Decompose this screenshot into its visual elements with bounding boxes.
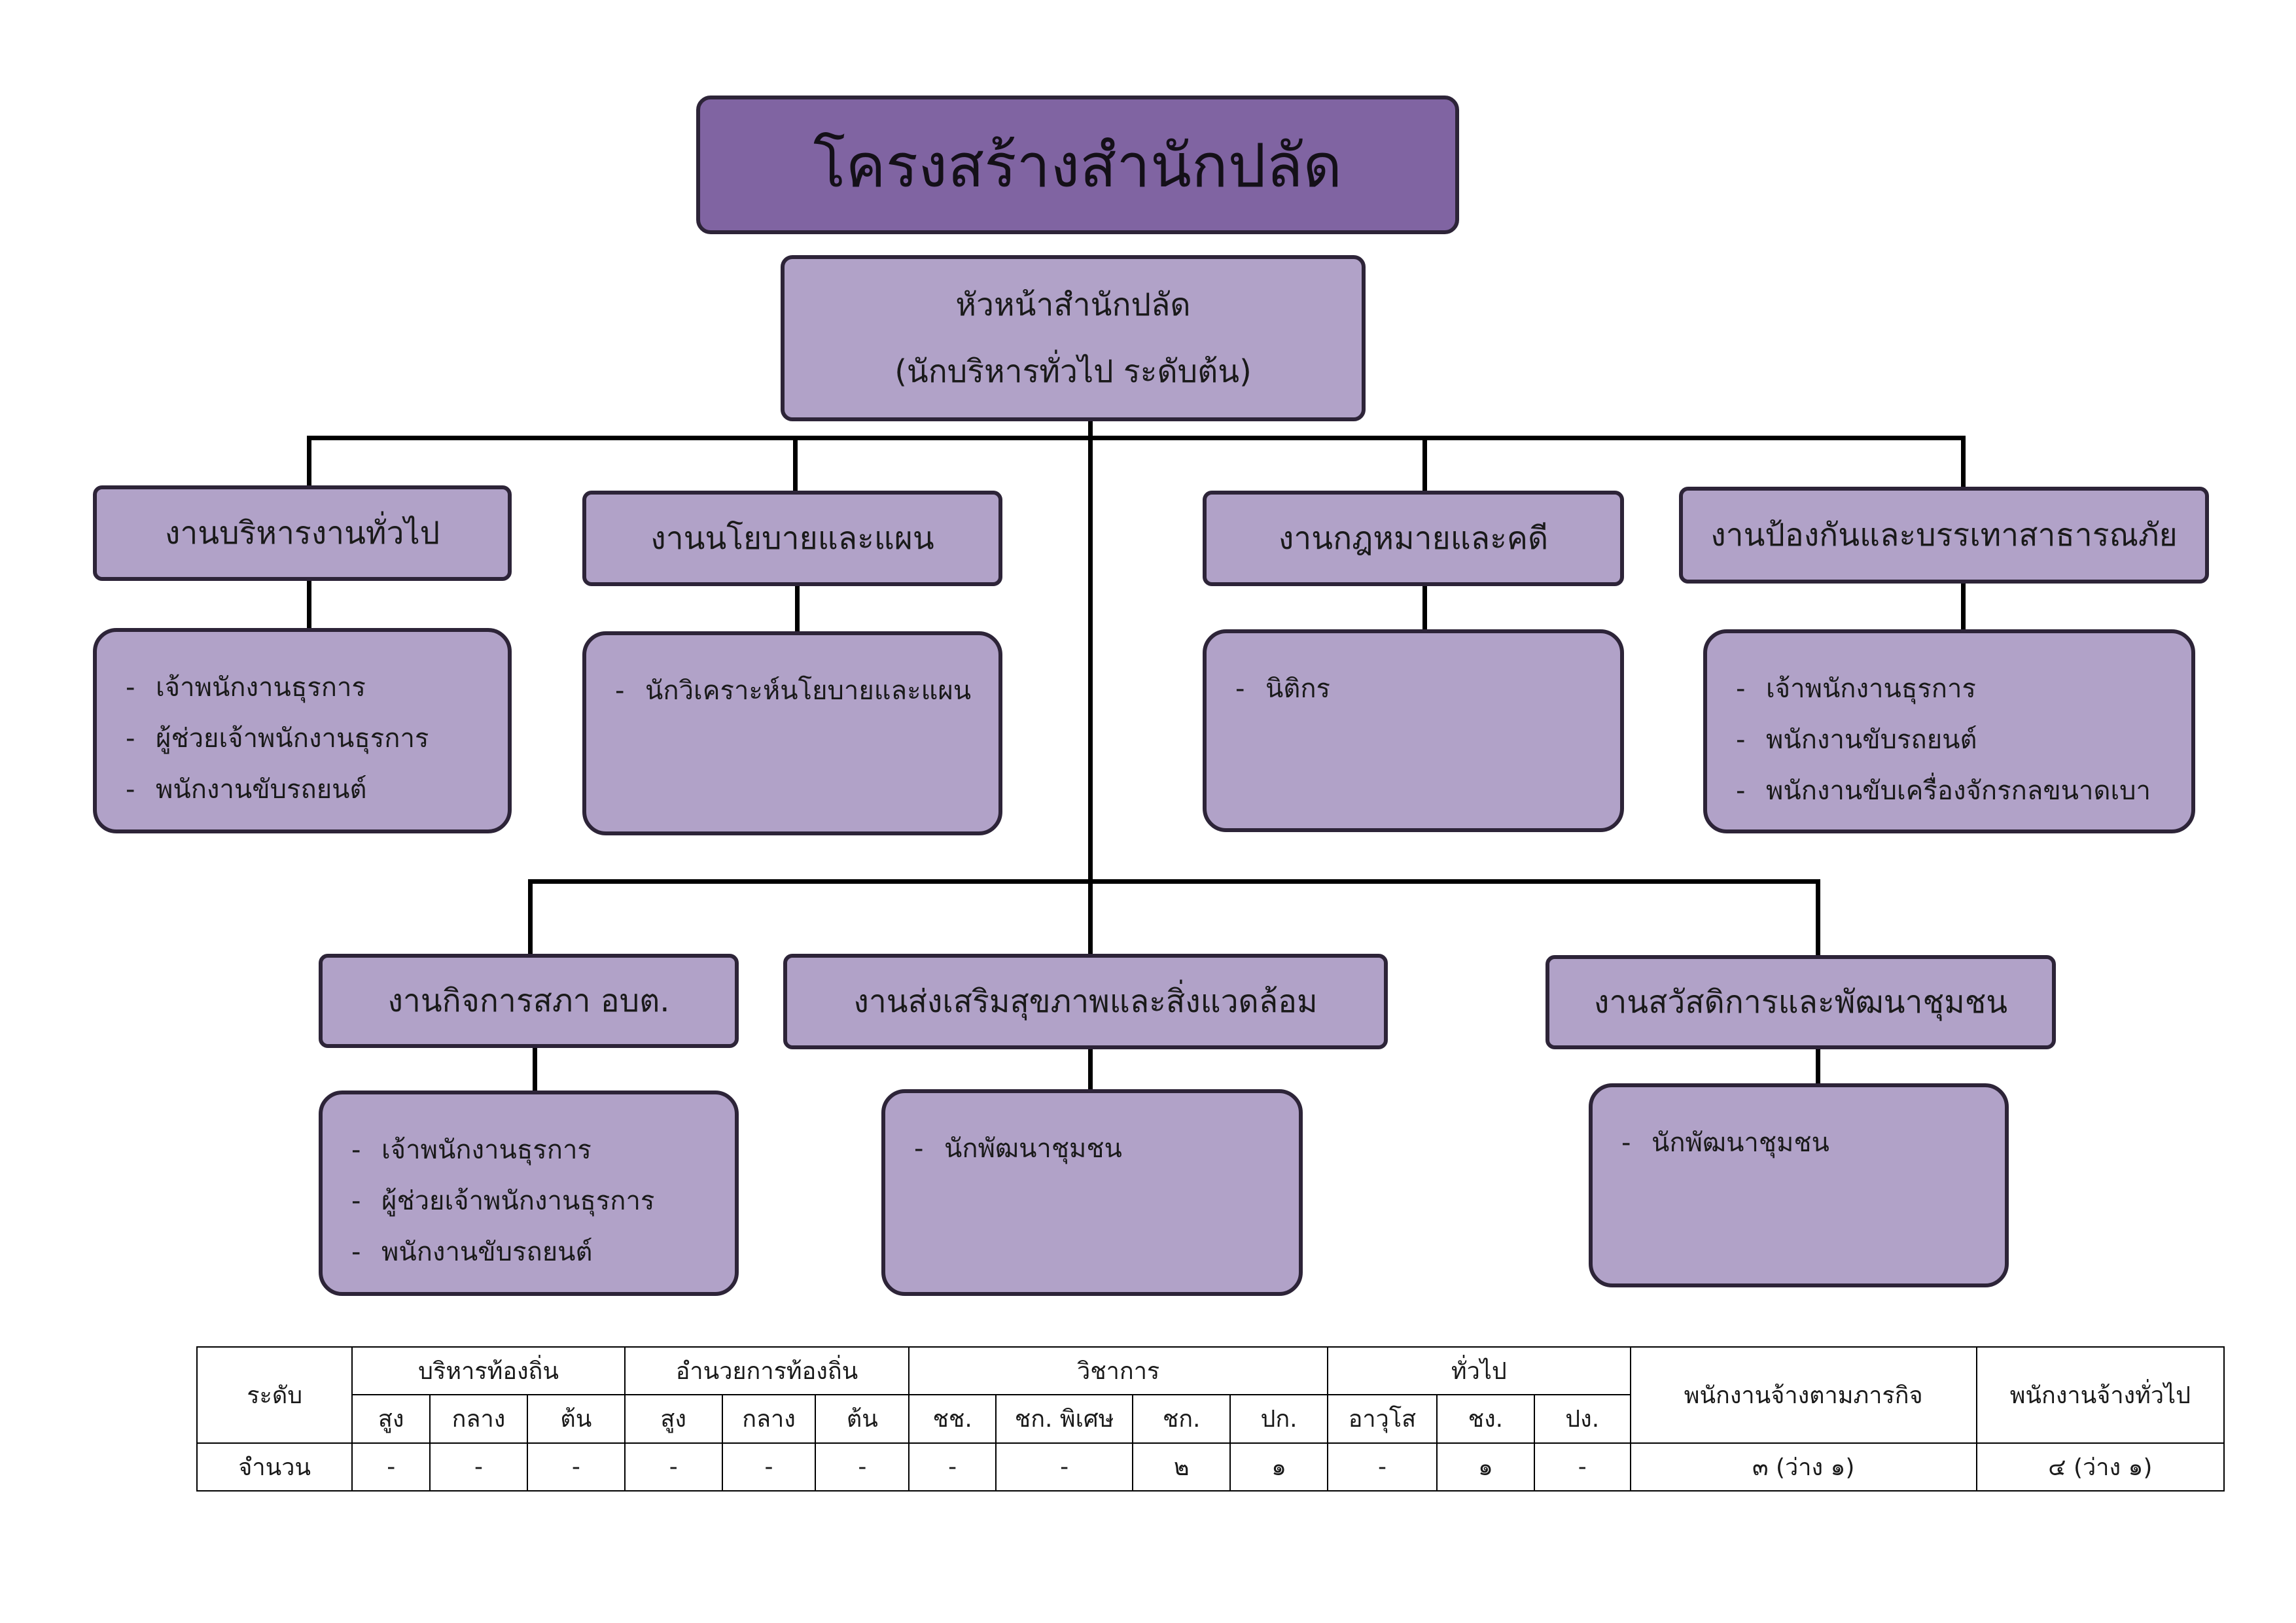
connector-line bbox=[307, 579, 311, 629]
connector-line bbox=[1422, 584, 1427, 633]
staff-item: เจ้าพนักงานธุรการ bbox=[126, 662, 508, 713]
connector-line bbox=[1088, 1045, 1093, 1092]
staff-box-general-admin: เจ้าพนักงานธุรการ ผู้ช่วยเจ้าพนักงานธุรก… bbox=[93, 628, 512, 833]
count-cell: ๑ bbox=[1229, 1442, 1328, 1492]
unit-name: งานป้องกันและบรรเทาสาธารณภัย bbox=[1710, 517, 2178, 553]
level-subheader: ชง. bbox=[1436, 1394, 1535, 1444]
staff-item: นักพัฒนาชุมชน bbox=[914, 1123, 1299, 1174]
group-header: ทั่วไป bbox=[1327, 1346, 1631, 1396]
connector-line bbox=[1961, 436, 1966, 491]
count-cell: - bbox=[624, 1442, 723, 1492]
count-cell: - bbox=[351, 1442, 431, 1492]
unit-box-disaster-prevention: งานป้องกันและบรรเทาสาธารณภัย bbox=[1679, 487, 2209, 584]
connector-line bbox=[793, 436, 798, 493]
chart-title-box: โครงสร้างสำนักปลัด bbox=[696, 96, 1459, 234]
count-cell: - bbox=[429, 1442, 528, 1492]
count-cell: - bbox=[815, 1442, 910, 1492]
unit-name: งานกิจการสภา อบต. bbox=[387, 983, 670, 1019]
staff-item: พนักงานขับรถยนต์ bbox=[1736, 714, 2191, 765]
staff-box-disaster-prevention: เจ้าพนักงานธุรการ พนักงานขับรถยนต์ พนักง… bbox=[1703, 629, 2195, 833]
connector-line bbox=[1961, 581, 1966, 633]
level-subheader: ต้น bbox=[815, 1394, 910, 1444]
staff-box-health-environment: นักพัฒนาชุมชน bbox=[881, 1089, 1303, 1296]
unit-box-council-affairs: งานกิจการสภา อบต. bbox=[319, 954, 739, 1048]
connector-line bbox=[307, 436, 1966, 440]
connector-line bbox=[795, 584, 800, 636]
level-subheader: ปง. bbox=[1533, 1394, 1631, 1444]
head-title: หัวหน้าสำนักปลัด bbox=[955, 287, 1191, 323]
count-cell: - bbox=[1533, 1442, 1631, 1492]
unit-box-legal: งานกฎหมายและคดี bbox=[1203, 491, 1624, 586]
count-label: จำนวน bbox=[196, 1442, 353, 1492]
unit-name: งานนโยบายและแผน bbox=[650, 520, 934, 557]
general-staff-header: พนักงานจ้างทั่วไป bbox=[1975, 1346, 2225, 1444]
count-cell: - bbox=[526, 1442, 626, 1492]
staff-item: เจ้าพนักงานธุรการ bbox=[1736, 663, 2191, 714]
connector-line bbox=[1088, 419, 1093, 1104]
staff-box-legal: นิติกร bbox=[1203, 629, 1624, 832]
head-box: หัวหน้าสำนักปลัด (นักบริหารทั่วไป ระดับต… bbox=[781, 255, 1366, 421]
unit-name: งานสวัสดิการและพัฒนาชุมชน bbox=[1593, 984, 2008, 1021]
connector-line bbox=[1816, 879, 1820, 956]
staff-item: นิติกร bbox=[1235, 663, 1620, 714]
unit-box-welfare-community: งานสวัสดิการและพัฒนาชุมชน bbox=[1545, 955, 2056, 1049]
staff-item: นักพัฒนาชุมชน bbox=[1621, 1117, 2005, 1168]
position-summary-table: ระดับ บริหารท้องถิ่น อำนวยการท้องถิ่น วิ… bbox=[196, 1346, 2225, 1492]
count-cell: - bbox=[908, 1442, 997, 1492]
count-cell: ๑ bbox=[1436, 1442, 1535, 1492]
staff-box-welfare-community: นักพัฒนาชุมชน bbox=[1589, 1083, 2009, 1287]
level-subheader: กลาง bbox=[721, 1394, 817, 1444]
connector-line bbox=[528, 879, 1820, 884]
count-cell: ๒ bbox=[1132, 1442, 1231, 1492]
general-staff-count: ๔ (ว่าง ๑) bbox=[1975, 1442, 2225, 1492]
connector-line bbox=[1422, 436, 1427, 493]
group-header: อำนวยการท้องถิ่น bbox=[624, 1346, 910, 1396]
staff-item: พนักงานขับรถยนต์ bbox=[351, 1227, 735, 1278]
level-subheader: อาวุโส bbox=[1327, 1394, 1438, 1444]
staff-item: ผู้ช่วยเจ้าพนักงานธุรการ bbox=[126, 713, 508, 764]
unit-box-policy-plan: งานนโยบายและแผน bbox=[582, 491, 1002, 586]
staff-item: ผู้ช่วยเจ้าพนักงานธุรการ bbox=[351, 1176, 735, 1227]
level-subheader: สูง bbox=[624, 1394, 723, 1444]
connector-line bbox=[533, 1045, 537, 1092]
level-subheader: ปก. bbox=[1229, 1394, 1328, 1444]
staff-box-policy-plan: นักวิเคราะห์นโยบายและแผน bbox=[582, 631, 1002, 835]
staff-item: นักวิเคราะห์นโยบายและแผน bbox=[615, 665, 998, 716]
count-cell: - bbox=[1327, 1442, 1438, 1492]
connector-line bbox=[1816, 1045, 1820, 1087]
unit-box-general-admin: งานบริหารงานทั่วไป bbox=[93, 485, 512, 581]
group-header: วิชาการ bbox=[908, 1346, 1328, 1396]
count-cell: - bbox=[995, 1442, 1134, 1492]
level-header: ระดับ bbox=[196, 1346, 353, 1444]
mission-staff-count: ๓ (ว่าง ๑) bbox=[1629, 1442, 1977, 1492]
level-subheader: ต้น bbox=[526, 1394, 626, 1444]
group-header: บริหารท้องถิ่น bbox=[351, 1346, 626, 1396]
unit-box-health-environment: งานส่งเสริมสุขภาพและสิ่งแวดล้อม bbox=[783, 954, 1388, 1049]
chart-title: โครงสร้างสำนักปลัด bbox=[813, 130, 1343, 201]
level-subheader: สูง bbox=[351, 1394, 431, 1444]
connector-line bbox=[528, 879, 533, 956]
unit-name: งานส่งเสริมสุขภาพและสิ่งแวดล้อม bbox=[853, 983, 1318, 1020]
level-subheader: ชก. bbox=[1132, 1394, 1231, 1444]
staff-item: เจ้าพนักงานธุรการ bbox=[351, 1125, 735, 1176]
connector-line bbox=[307, 436, 311, 488]
count-cell: - bbox=[721, 1442, 817, 1492]
staff-item: พนักงานขับเครื่องจักรกลขนาดเบา bbox=[1736, 765, 2191, 816]
head-level: (นักบริหารทั่วไป ระดับต้น) bbox=[894, 353, 1252, 390]
level-subheader: ชช. bbox=[908, 1394, 997, 1444]
level-subheader: ชก. พิเศษ bbox=[995, 1394, 1134, 1444]
staff-item: พนักงานขับรถยนต์ bbox=[126, 764, 508, 815]
unit-name: งานบริหารงานทั่วไป bbox=[164, 515, 440, 551]
staff-box-council-affairs: เจ้าพนักงานธุรการ ผู้ช่วยเจ้าพนักงานธุรก… bbox=[319, 1091, 739, 1296]
level-subheader: กลาง bbox=[429, 1394, 528, 1444]
mission-staff-header: พนักงานจ้างตามภารกิจ bbox=[1629, 1346, 1977, 1444]
unit-name: งานกฎหมายและคดี bbox=[1278, 520, 1549, 557]
